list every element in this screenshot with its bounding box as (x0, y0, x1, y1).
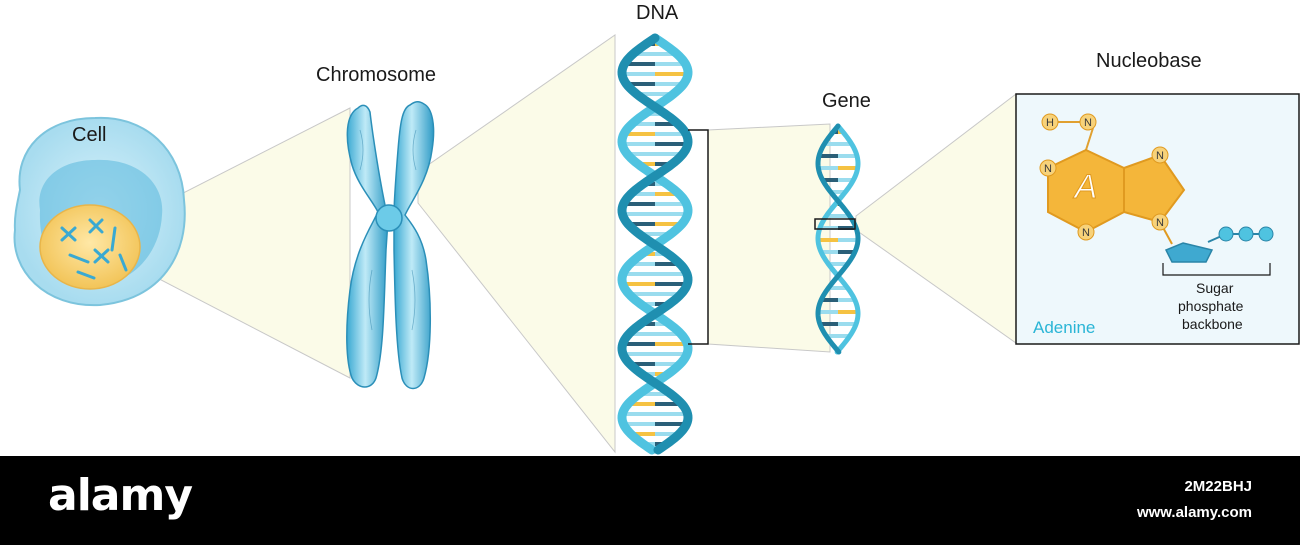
gene-strand-b (815, 123, 861, 355)
image-code: 2M22BHJ (1184, 478, 1252, 495)
chromosome-left-chromatid (346, 104, 389, 388)
svg-text:H: H (1046, 117, 1054, 129)
dna-strand-b (617, 33, 693, 455)
chromosome-dna-texture (359, 129, 417, 331)
svg-text:N: N (1084, 117, 1092, 129)
sugar-label: Sugar (1196, 280, 1234, 296)
gene-base-pair-highlight (814, 218, 856, 230)
chromosome-label: Chromosome (316, 64, 437, 86)
atom-n3: N (1077, 223, 1095, 241)
dna-zoom-callout (707, 123, 831, 353)
adenine-letter: A (1073, 168, 1098, 206)
cell-illustration (13, 116, 186, 307)
chromosome-centromere (375, 204, 403, 232)
cell-label: Cell (72, 124, 107, 146)
sugar-pentagon-icon (1164, 242, 1214, 263)
phosphate-bead-icon (1258, 226, 1274, 242)
chromosome-right-chromatid (393, 101, 435, 390)
atom-n7: N (1151, 146, 1169, 164)
backbone-label: backbone (1182, 316, 1243, 332)
atom-h: H (1041, 113, 1059, 131)
phosphate-bead-icon (1218, 226, 1234, 242)
phosphate-bead-icon (1238, 226, 1254, 242)
backbone-bracket (1162, 263, 1271, 276)
dna-segment-bracket (688, 129, 709, 345)
svg-text:N: N (1044, 163, 1052, 175)
gene-label: Gene (822, 90, 871, 112)
gene-strand-a (815, 123, 861, 355)
watermark-footer: alamy 2M22BHJ www.alamy.com (0, 456, 1300, 545)
alamy-logo: alamy (48, 470, 193, 521)
adenine-molecule: A H N N N N N (1039, 113, 1186, 245)
svg-text:N: N (1156, 150, 1164, 162)
nucleus-chromosomes (60, 218, 128, 280)
atom-n-amine: N (1079, 113, 1097, 131)
sugar-phosphate-backbone (1162, 226, 1274, 276)
atom-n1: N (1039, 159, 1057, 177)
source-url: www.alamy.com (1136, 504, 1252, 521)
cell-nucleus (39, 204, 141, 290)
nucleobase-label: Nucleobase (1096, 50, 1202, 72)
chromosome-zoom-callout (417, 34, 616, 454)
gene-helix (815, 123, 861, 355)
atom-n9: N (1151, 213, 1169, 231)
dna-label: DNA (636, 2, 679, 24)
phosphate-label: phosphate (1178, 298, 1244, 314)
gene-zoom-callout (855, 92, 1017, 344)
adenine-label: Adenine (1033, 318, 1096, 337)
dna-double-helix (617, 33, 693, 455)
svg-text:N: N (1156, 217, 1164, 229)
svg-text:N: N (1082, 227, 1090, 239)
chromosome-illustration (346, 101, 435, 390)
diagram-canvas: A H N N N N N (13, 33, 1300, 455)
